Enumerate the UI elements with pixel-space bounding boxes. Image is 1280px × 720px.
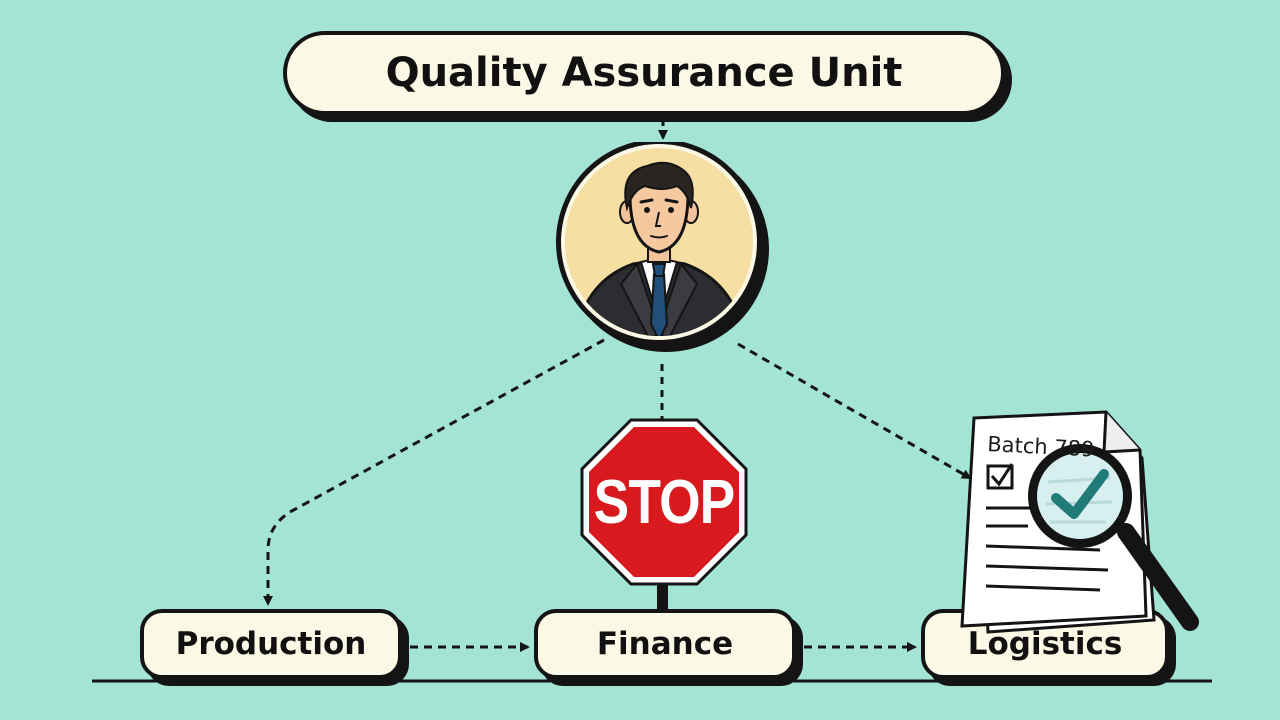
magnifying-glass-icon [1028, 444, 1199, 631]
stop-sign-text: STOP [593, 467, 736, 537]
checkmark-icon [1051, 469, 1109, 519]
node-finance: Finance [534, 609, 796, 679]
checkbox-icon [986, 463, 1014, 490]
node-production-label: Production [175, 626, 367, 662]
stop-sign-post [657, 584, 668, 610]
connector-manager-to-document [737, 342, 972, 480]
node-production: Production [140, 609, 402, 679]
stop-sign-icon: STOP [580, 418, 748, 586]
node-finance-label: Finance [596, 626, 734, 662]
title-label: Quality Assurance Unit [385, 50, 903, 96]
connector-manager-to-production [263, 338, 605, 606]
title-node: Quality Assurance Unit [283, 31, 1005, 115]
document-icon: Batch 789 [950, 410, 1210, 640]
manager-avatar-icon [555, 142, 771, 358]
